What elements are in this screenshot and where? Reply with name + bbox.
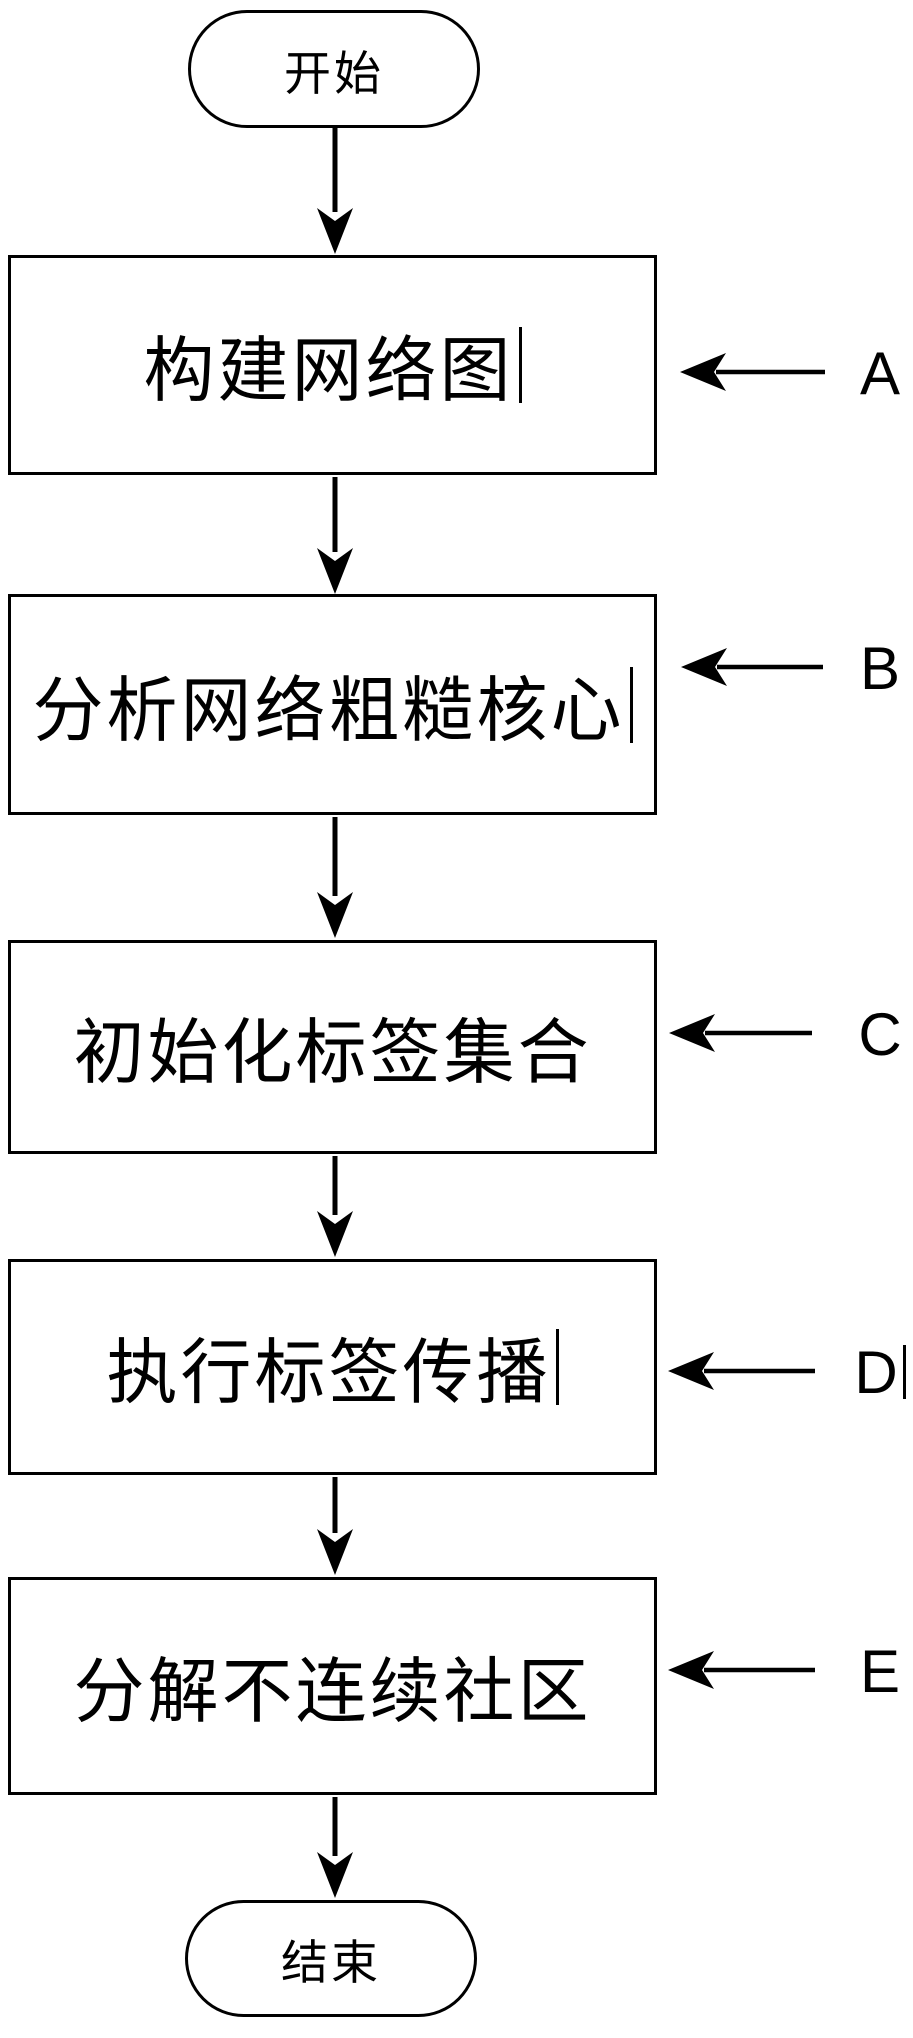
flow-arrow-c-to-d [315,1156,355,1257]
step-box-label: 执行标签传播 [106,1335,551,1413]
annotation-letter: C [858,1001,902,1068]
flow-arrow-e-to-end [315,1797,355,1898]
annotation-label-c: C [842,1003,913,1067]
annotation-arrow-c [669,1011,812,1055]
step-box-label: 分析网络粗糙核心 [32,672,625,751]
text-caret [902,1345,906,1399]
flow-arrow-d-to-e [315,1477,355,1575]
annotation-label-a: A [842,342,913,406]
step-box-build-network-graph: 构建网络图 [8,255,661,481]
start-node: 开始 [188,10,483,132]
step-box-analyze-rough-core: 分析网络粗糙核心 [8,594,661,821]
annotation-arrow-d [668,1349,815,1393]
flow-arrow-start-to-a [315,126,355,254]
end-node: 结束 [185,1900,480,2021]
step-box-label: 分解不连续社区 [73,1654,592,1732]
text-caret [518,327,522,403]
annotation-arrow-b [681,645,823,689]
text-caret [555,1329,559,1405]
flow-arrow-a-to-b [315,477,355,594]
annotation-arrow-a [680,350,825,394]
flow-arrow-b-to-c [315,817,355,938]
annotation-letter: B [859,635,901,702]
annotation-letter: A [859,340,901,407]
annotation-arrow-e [668,1648,815,1692]
annotation-label-e: E [842,1640,913,1704]
text-caret [629,666,633,743]
step-box-init-label-set: 初始化标签集合 [8,940,661,1160]
step-box-label: 初始化标签集合 [73,1015,592,1093]
annotation-letter: D [854,1339,898,1406]
step-box-decompose-communities: 分解不连续社区 [8,1577,661,1801]
start-node-label: 开始 [284,48,384,101]
annotation-label-b: B [842,637,913,701]
step-box-label-propagation: 执行标签传播 [8,1259,661,1481]
annotation-label-d: D [842,1341,913,1405]
end-node-label: 结束 [281,1938,381,1990]
step-box-label: 构建网络图 [143,333,514,411]
annotation-letter: E [859,1638,901,1705]
